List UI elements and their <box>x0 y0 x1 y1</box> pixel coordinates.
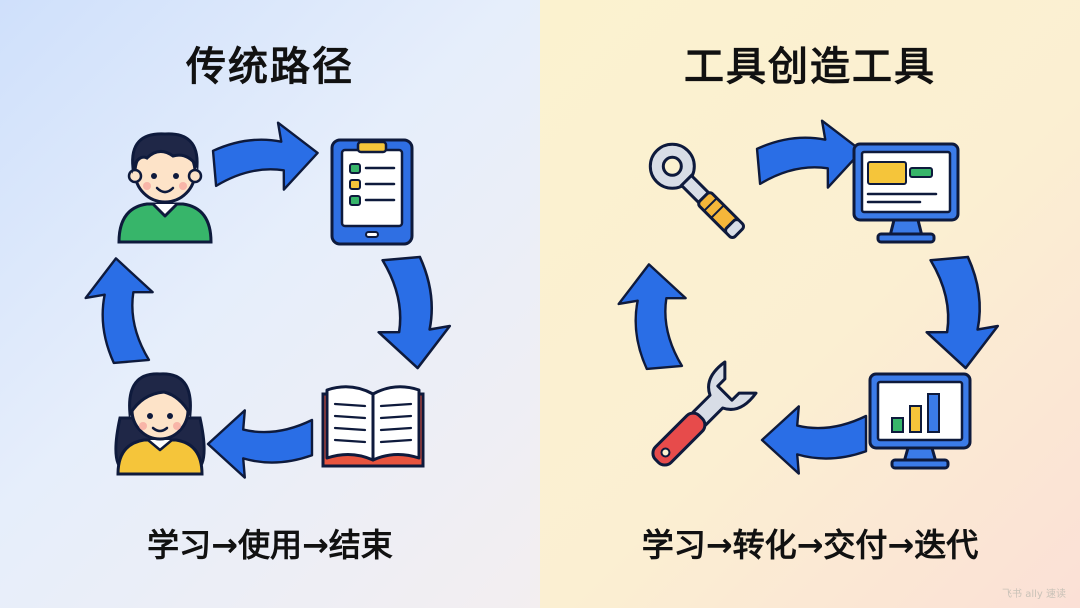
girl-student-icon <box>114 372 206 476</box>
arrow-right <box>371 253 455 373</box>
monitor-ui-icon <box>852 142 960 244</box>
tablet-icon <box>330 138 414 246</box>
left-title: 传统路径 <box>186 44 354 90</box>
tool-creation-cycle-diagram <box>614 116 1003 475</box>
arrow-top <box>209 118 322 197</box>
arrow-left <box>81 254 160 367</box>
right-title: 工具创造工具 <box>684 44 936 90</box>
right-panel: 工具创造工具 <box>540 0 1080 608</box>
arrow-left <box>614 260 693 373</box>
arrow-top <box>753 116 866 195</box>
key-wrench-icon <box>648 142 745 239</box>
arrow-bottom <box>760 405 868 475</box>
arrow-right <box>919 253 1003 373</box>
open-book-icon <box>321 385 425 468</box>
right-caption: 学习→转化→交付→迭代 <box>641 526 979 564</box>
traditional-cycle-diagram <box>81 118 455 479</box>
left-caption: 学习→使用→结束 <box>147 526 393 564</box>
monitor-chart-icon <box>868 372 972 470</box>
watermark: 飞书 ally 速读 <box>1002 589 1066 600</box>
arrow-bottom <box>206 409 314 479</box>
left-panel: 传统路径 <box>0 0 540 608</box>
wrench-icon <box>651 360 758 467</box>
boy-student-icon <box>117 132 213 244</box>
